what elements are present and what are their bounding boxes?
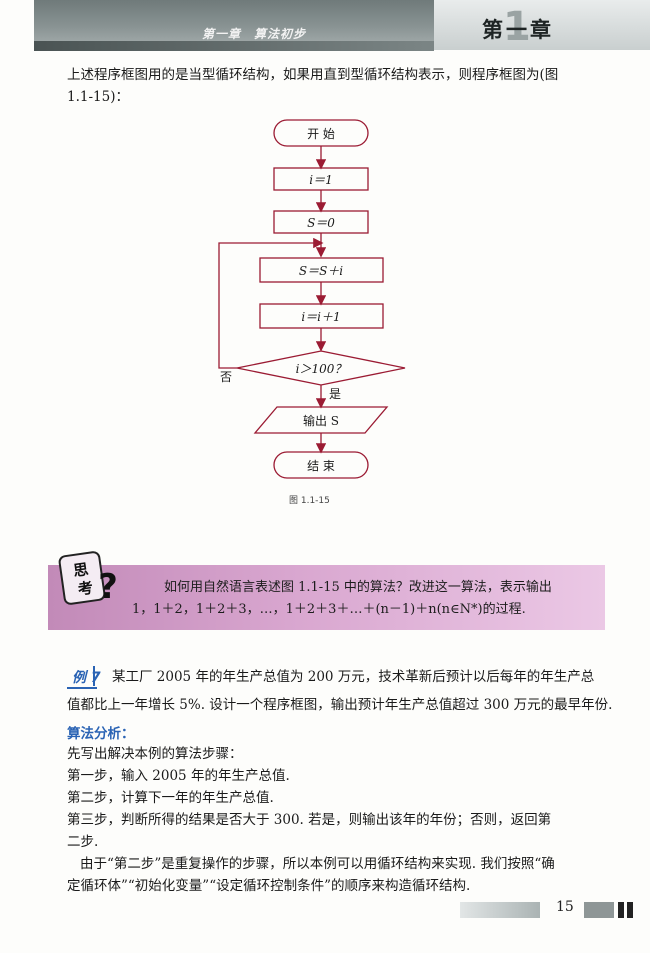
intro-line-1: 上述程序框图用的是当型循环结构，如果用直到型循环结构表示，则程序框图为(图 <box>67 67 559 83</box>
chapter-tab-number: 1 <box>503 4 531 50</box>
footer-bar-mark-1 <box>618 902 624 918</box>
example-label-bar <box>93 666 95 686</box>
flow-end-terminal <box>273 451 369 479</box>
intro-line-2: 1.1-15)： <box>67 89 129 105</box>
analysis-title: 算法分析： <box>67 726 135 742</box>
flow-step4-label: i＝i＋1 <box>301 310 340 324</box>
example-label-underline <box>67 687 97 689</box>
svg-text:?: ? <box>98 567 118 607</box>
flow-step2-label: S＝0 <box>307 216 335 230</box>
flow-no-label: 否 <box>220 370 232 384</box>
think-badge-icon: 思 考 ? <box>58 551 118 607</box>
svg-text:思: 思 <box>72 560 89 580</box>
figure-caption: 图 1.1-15 <box>289 496 330 506</box>
header-strip <box>34 41 434 51</box>
analysis-conclusion-1: 由于“第二步”是重复操作的步骤，所以本例可以用循环结构来实现. 我们按照“确 <box>80 856 555 872</box>
example-label: 例 7 <box>72 670 101 686</box>
footer-bar-right <box>584 902 614 918</box>
flow-end-label: 结 束 <box>307 459 335 473</box>
running-header-title: 第一章 算法初步 <box>202 27 307 41</box>
flow-step3-label: S＝S＋i <box>299 264 343 278</box>
example-line-2: 值都比上一年增长 5%. 设计一个程序框图，输出预计年生产总值超过 300 万元… <box>67 697 613 713</box>
flow-loop-back-arrow <box>218 237 324 369</box>
flow-output-label: 输出 S <box>303 413 339 428</box>
think-box <box>48 565 605 630</box>
analysis-step-2: 第二步，计算下一年的年生产总值. <box>67 790 274 806</box>
page-number: 15 <box>556 899 574 915</box>
analysis-step-3a: 第三步，判断所得的结果是否大于 300. 若是，则输出该年的年份；否则，返回第 <box>67 812 552 828</box>
footer-bar-mark-2 <box>627 902 633 918</box>
footer-bar-left <box>460 902 540 918</box>
analysis-step-3b: 二步. <box>67 834 99 850</box>
chapter-tab-title: 第一章 <box>482 18 554 42</box>
flowchart-diagram: 开 始 i＝1 S＝0 S＝S＋i i＝i＋1 i＞100？ 输出 S 结 束 … <box>218 119 406 479</box>
flow-step1-label: i＝1 <box>309 173 332 187</box>
think-question-line-2: 1，1＋2，1＋2＋3，…，1＋2＋3＋…＋(n－1)＋n(n∈N*)的过程. <box>132 602 526 617</box>
flow-decision-label: i＞100？ <box>296 362 347 376</box>
analysis-step-1: 第一步，输入 2005 年的年生产总值. <box>67 768 290 784</box>
analysis-intro: 先写出解决本例的算法步骤： <box>67 746 243 762</box>
chapter-tab <box>434 0 650 50</box>
svg-text:考: 考 <box>77 579 94 599</box>
analysis-conclusion-2: 定循环体”“初始化变量”“设定循环控制条件”的顺序来构造循环结构. <box>67 878 471 894</box>
flow-output-io <box>253 406 389 434</box>
think-question-line-1: 如何用自然语言表述图 1.1-15 中的算法？改进这一算法，表示输出 <box>164 580 552 595</box>
flow-yes-label: 是 <box>329 387 341 401</box>
example-line-1: 某工厂 2005 年的年生产总值为 200 万元，技术革新后预计以后每年的年生产… <box>112 669 595 685</box>
flow-start-label: 开 始 <box>307 127 335 141</box>
